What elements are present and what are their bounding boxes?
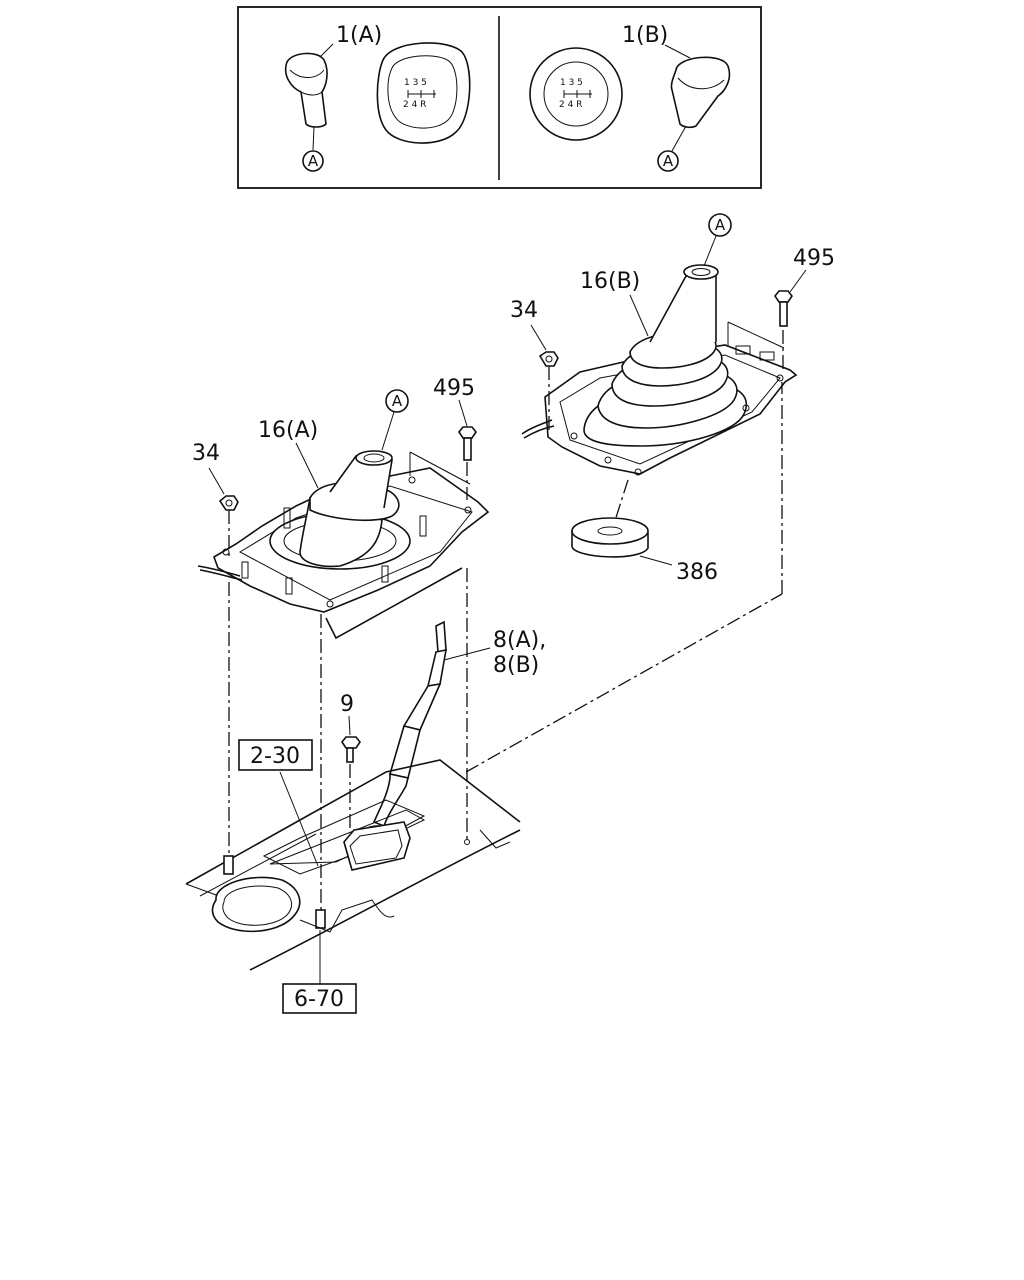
assembly-guide-lines bbox=[228, 321, 785, 910]
label-8-line2: 8(B) bbox=[493, 653, 539, 678]
label-34-a: 34 bbox=[192, 441, 220, 466]
circle-ref-a-2: A bbox=[663, 152, 674, 170]
knob-inset: 1(A) A 1 3 5 2 4 R 1 3 5 2 4 R 1(B) bbox=[237, 6, 762, 189]
label-386: 386 bbox=[676, 560, 718, 585]
screw-9 bbox=[341, 736, 361, 830]
label-16a: 16(A) bbox=[258, 418, 318, 443]
shift-pattern-top-b: 1 3 5 bbox=[560, 78, 583, 88]
label-34-b: 34 bbox=[510, 298, 538, 323]
boot-assembly-a bbox=[197, 450, 490, 640]
knob-a-side bbox=[284, 43, 334, 128]
label-9: 9 bbox=[340, 692, 354, 717]
ref-box-2-30: 2-30 bbox=[238, 739, 319, 867]
nut-34-a bbox=[218, 495, 239, 556]
knob-a-label: 1(A) bbox=[336, 23, 382, 48]
shift-pattern-bottom-a: 2 4 R bbox=[403, 100, 426, 110]
shift-lever-8 bbox=[364, 620, 447, 839]
nut-34-b bbox=[538, 351, 559, 430]
ref-box-6-70-text: 6-70 bbox=[294, 987, 344, 1012]
ref-box-6-70: 6-70 bbox=[282, 930, 357, 1014]
boot-assembly-b bbox=[521, 264, 798, 476]
label-8-line1: 8(A), bbox=[493, 628, 546, 653]
shift-pattern-top-a: 1 3 5 bbox=[404, 78, 427, 88]
ref-box-2-30-text: 2-30 bbox=[250, 744, 300, 769]
label-495-b: 495 bbox=[793, 246, 835, 271]
label-16b: 16(B) bbox=[580, 269, 640, 294]
knob-b-top: 1 3 5 2 4 R bbox=[529, 47, 623, 141]
floor-panel bbox=[185, 759, 521, 971]
shift-pattern-bottom-b: 2 4 R bbox=[559, 100, 582, 110]
label-495-a: 495 bbox=[433, 376, 475, 401]
bolt-495-a bbox=[458, 426, 477, 500]
circle-ref-a-4: A bbox=[392, 392, 403, 410]
bolt-495-b bbox=[774, 290, 793, 372]
circle-ref-a-1: A bbox=[308, 152, 319, 170]
knob-b-label: 1(B) bbox=[622, 23, 668, 48]
knob-b-side bbox=[664, 44, 731, 129]
circle-ref-a-3: A bbox=[715, 216, 726, 234]
knob-a-top: 1 3 5 2 4 R bbox=[376, 42, 471, 144]
grommet-386 bbox=[571, 479, 649, 558]
